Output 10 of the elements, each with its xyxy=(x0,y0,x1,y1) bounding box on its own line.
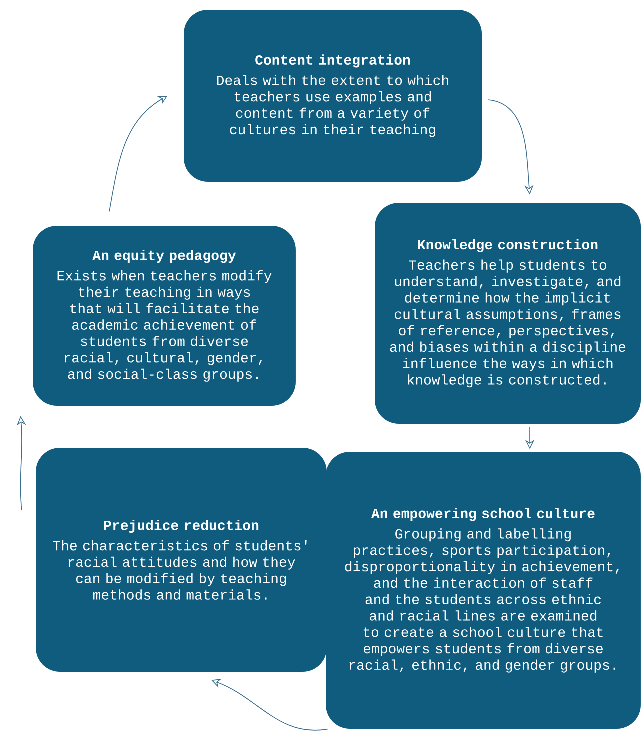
text-box: An equity pedagogy Exists when teachers modify their teaching in ways that will facilitate the academic achievement of students from diverse racial, cultural, gender, and social-class groups. xyxy=(33,226,296,406)
text-box: Knowledge construction Teachers help students to understand, investigate, and determine how the implicit cultural assumptions, frames of reference, perspectives, and biases within a discipline influence the ways in which knowledge is constructed. xyxy=(375,202,641,424)
node-label: An empowering school culture xyxy=(371,508,595,522)
text-box: Content integration Deals with the extent to which teachers use examples and content from a variety of cultures in their teaching xyxy=(184,10,482,182)
arrow xyxy=(212,679,328,731)
node-label: Grouping and labelling practices, sports participation, disproportionality in achievement, and the interaction of staff and the students across ethnic and racial lines are examined to create a school culture that empowers students from diverse racial, ethnic, and gender groups. xyxy=(345,528,619,673)
text-box: Prejudice reduction The characteristics of students' racial attitudes and how they can be modified by teaching methods and materials. xyxy=(36,448,327,672)
text-box: An empowering school culture Grouping and labelling practices, sports participation, disproportionality in achievement, and the interaction of staff and the students across ethnic and racial lines are examined to create a school culture that empowers students from diverse racial, ethnic, and gender groups. xyxy=(326,452,641,730)
node-label: Prejudice reduction xyxy=(104,520,259,534)
node-label: The characteristics of students' racial attitudes and how they can be modified by teaching methods and materials. xyxy=(53,540,307,600)
